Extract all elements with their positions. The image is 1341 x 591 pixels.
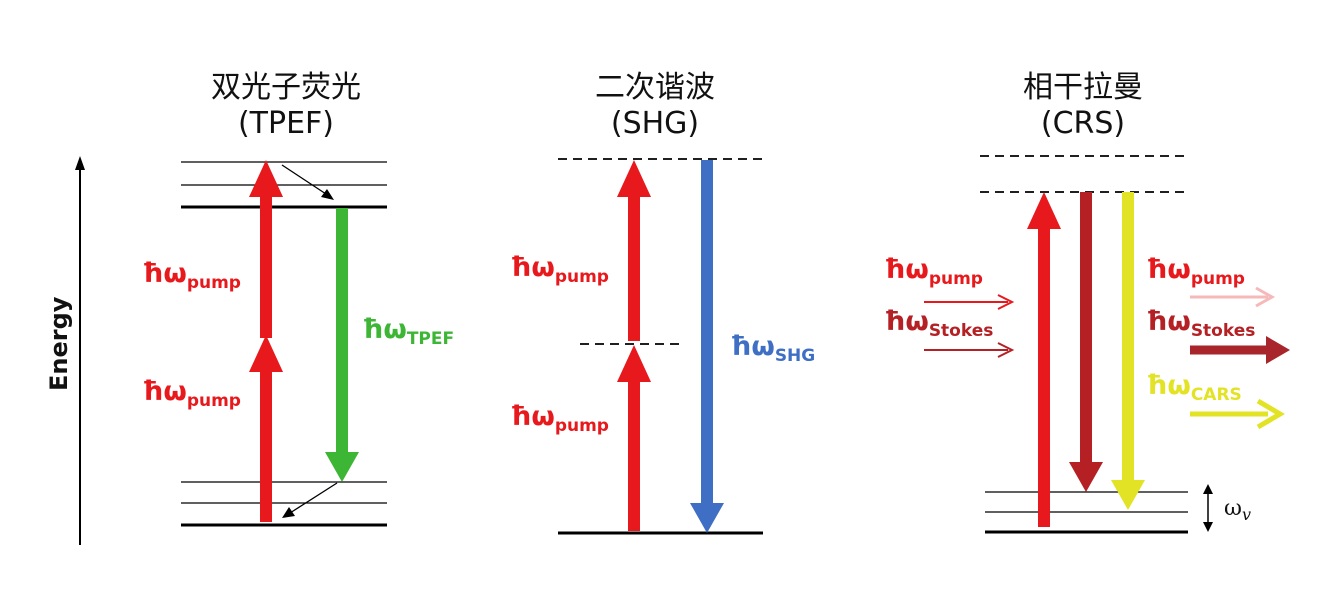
crs-pump-arrow bbox=[1027, 192, 1061, 527]
crs-levels bbox=[980, 155, 1188, 534]
tpef-title: 双光子荧光 (TPEF) bbox=[186, 70, 386, 142]
tpef-pump-arrow-lower bbox=[249, 335, 283, 522]
crs-cars-output-beam bbox=[1190, 398, 1285, 430]
crs-pump-output-beam bbox=[1190, 286, 1276, 308]
tpef-pump-label-lower: ħωpump bbox=[142, 376, 241, 411]
tpef-pump-label-upper: ħωpump bbox=[142, 258, 241, 293]
shg-title-abbr: (SHG) bbox=[610, 106, 700, 141]
shg-pump-arrow-upper bbox=[617, 160, 651, 341]
tpef-title-abbr: (TPEF) bbox=[237, 106, 335, 141]
crs-stokes-arrow bbox=[1069, 192, 1103, 492]
tpef-relaxation-arrow-bottom bbox=[282, 482, 338, 518]
tpef-title-cn: 双光子荧光 bbox=[211, 70, 361, 105]
shg-emission-label: ħωSHG bbox=[730, 331, 816, 366]
crs-stokes-input-label: ħωStokes bbox=[884, 306, 994, 341]
crs-stokes-output-label: ħωStokes bbox=[1146, 306, 1256, 341]
crs-stokes-output-beam bbox=[1190, 336, 1290, 364]
tpef-levels bbox=[181, 161, 387, 527]
shg-pump-arrow-lower bbox=[617, 345, 651, 531]
shg-title-cn: 二次谐波 bbox=[595, 70, 715, 105]
crs-cars-output-label: ħωCARS bbox=[1146, 370, 1242, 405]
crs-title: 相干拉曼 (CRS) bbox=[983, 70, 1183, 142]
tpef-pump-arrow-upper bbox=[249, 160, 283, 338]
shg-title: 二次谐波 (SHG) bbox=[555, 70, 755, 142]
tpef-emission-arrow bbox=[325, 208, 359, 482]
energy-axis-arrowhead bbox=[75, 156, 85, 170]
crs-stokes-input-beam bbox=[924, 342, 1015, 358]
shg-pump-label-upper: ħωpump bbox=[510, 252, 609, 287]
crs-pump-input-label: ħωpump bbox=[884, 254, 983, 289]
tpef-emission-label: ħωTPEF bbox=[362, 314, 455, 349]
crs-pump-output-label: ħωpump bbox=[1146, 254, 1245, 289]
crs-cars-arrow bbox=[1111, 192, 1145, 510]
energy-axis-label: Energy bbox=[45, 296, 73, 391]
shg-levels bbox=[558, 158, 763, 535]
shg-emission-arrow bbox=[690, 160, 724, 533]
crs-vibration-double-arrow bbox=[1203, 484, 1213, 532]
crs-vibration-label: ωv bbox=[1224, 496, 1251, 524]
shg-pump-label-lower: ħωpump bbox=[510, 401, 609, 436]
crs-title-abbr: (CRS) bbox=[1040, 106, 1126, 141]
crs-title-cn: 相干拉曼 bbox=[1023, 70, 1143, 105]
tpef-relaxation-arrow-top bbox=[281, 164, 334, 200]
crs-pump-input-beam bbox=[924, 294, 1015, 310]
